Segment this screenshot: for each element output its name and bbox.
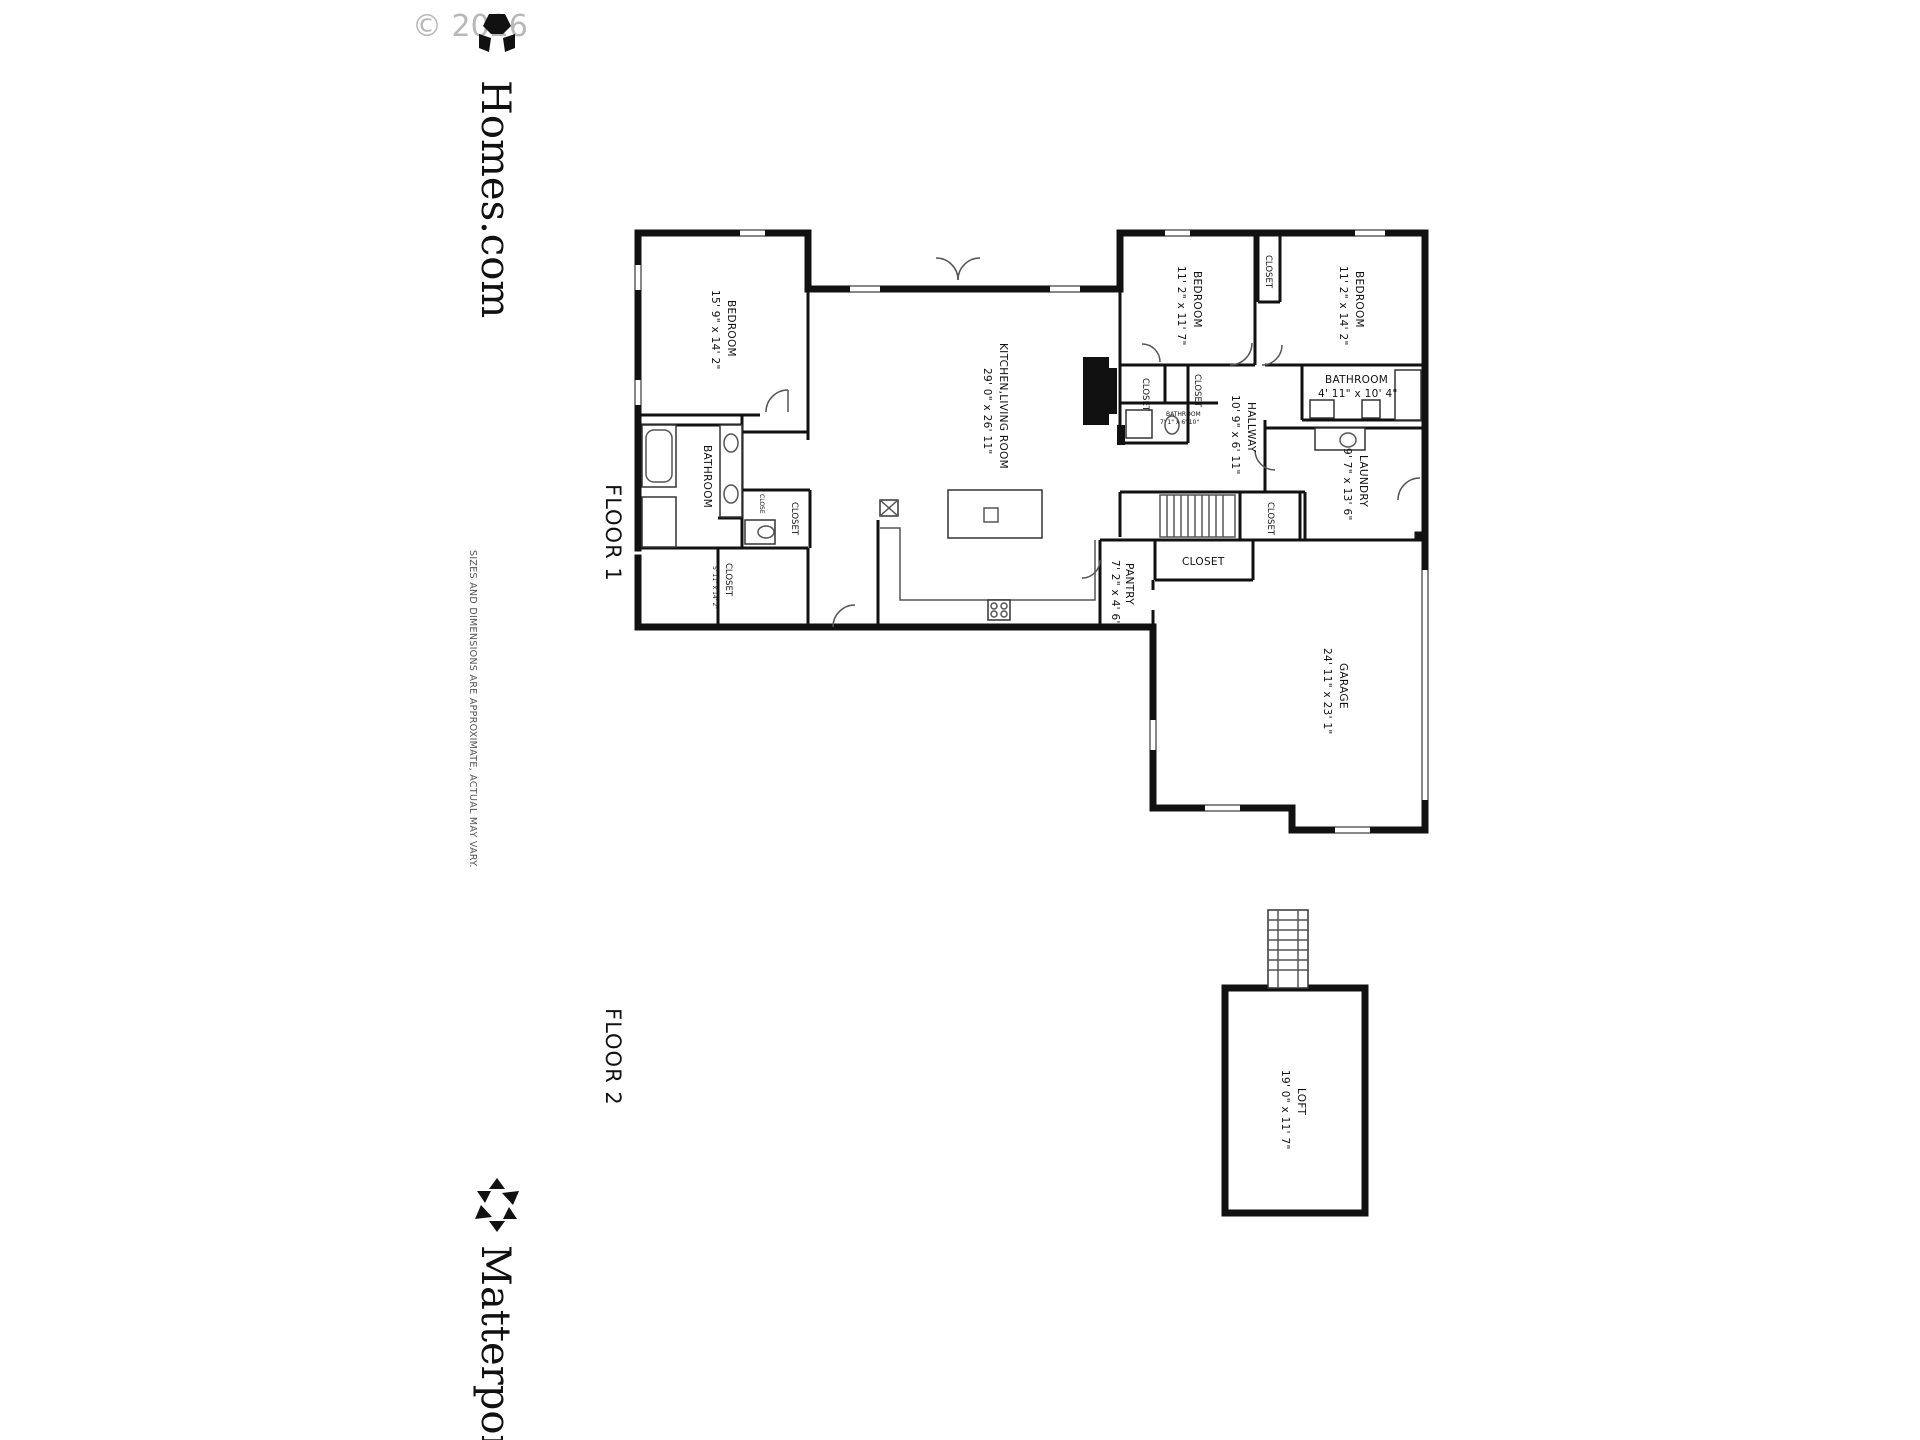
room-closet-left-small: CLOSE: [758, 494, 765, 514]
matterport-brand-text: Matterport: [472, 1245, 518, 1440]
room-name: LOFT: [1295, 1088, 1307, 1115]
room-dims: 29' 0" x 26' 11": [981, 368, 993, 455]
room-kitchen-living: KITCHEN,LIVING ROOM 29' 0" x 26' 11": [981, 343, 1009, 469]
room-dims: 7' 2" x 4' 6": [1109, 560, 1121, 626]
windows: [635, 230, 1428, 833]
room-dims: 15' 9" x 14' 2": [709, 290, 721, 370]
room-dims: 7' 1" x 6' 10": [1160, 419, 1199, 426]
room-pantry: PANTRY 7' 2" x 4' 6": [1109, 560, 1135, 626]
room-loft: LOFT 19' 0" x 11' 7": [1279, 1070, 1307, 1150]
kitchen-island: [947, 489, 1043, 539]
room-dims: 4' 11" x 10' 4": [1318, 388, 1398, 400]
room-name: BATHROOM: [1166, 411, 1201, 418]
room-name: CLOSET: [723, 563, 733, 597]
room-dims: 10' 9" x 6' 11": [1229, 395, 1241, 475]
homes-logo-icon: [479, 14, 515, 52]
room-hallway: HALLWAY 10' 9" x 6' 11": [1229, 395, 1257, 475]
room-bathroom-right: BATHROOM 4' 11" x 10' 4": [1318, 374, 1398, 400]
room-closet-top: CLOSET: [1263, 255, 1273, 289]
room-name: PANTRY: [1123, 563, 1135, 605]
homes-brand-text: Homes.com: [472, 80, 518, 318]
stairs-icon: [1159, 494, 1236, 538]
room-bedroom-right: BEDROOM 11' 2" x 14' 2": [1337, 266, 1365, 346]
room-name: BEDROOM: [725, 300, 737, 357]
room-closet-walkin: CLOSET 5' 11" x 14' 2": [711, 563, 733, 609]
right-bathroom-fixtures: [1125, 369, 1422, 451]
floor2-label: FLOOR 2: [601, 1008, 625, 1106]
room-name: GARAGE: [1337, 663, 1349, 709]
room-closet-laundry: CLOSET: [1265, 502, 1275, 536]
room-bedroom-mid: BEDROOM 11' 2" x 11' 7": [1175, 266, 1203, 346]
room-dims: 5' 11" x 14' 2": [711, 566, 718, 609]
matterport-logo-icon: [475, 1178, 519, 1232]
room-garage: GARAGE 24' 11" x 23' 1": [1321, 648, 1349, 735]
room-bedroom-left: BEDROOM 15' 9" x 14' 2": [709, 290, 737, 370]
room-name: BATHROOM: [1325, 374, 1388, 386]
room-dims: 19' 0" x 11' 7": [1279, 1070, 1291, 1150]
room-dims: 9' 7" x 13' 6": [1341, 448, 1353, 521]
floor1-label: FLOOR 1: [601, 484, 625, 582]
room-name: LAUNDRY: [1357, 455, 1369, 507]
room-dims: 11' 2" x 11' 7": [1175, 266, 1187, 346]
left-bathroom-fixtures: [641, 424, 776, 548]
room-bathroom-small: BATHROOM 7' 1" x 6' 10": [1160, 411, 1201, 426]
room-closet-hall2: CLOSET: [1192, 374, 1202, 408]
fireplace-icon: [1083, 357, 1125, 445]
room-name: BEDROOM: [1191, 271, 1203, 328]
room-name: HALLWAY: [1245, 402, 1257, 453]
room-name: BEDROOM: [1353, 271, 1365, 328]
room-closet-left: CLOSET: [789, 502, 799, 536]
room-name: KITCHEN,LIVING ROOM: [997, 343, 1009, 469]
room-bathroom-left: BATHROOM: [701, 445, 713, 508]
doors: [765, 257, 1421, 628]
kitchen-counter: [879, 499, 1096, 621]
floor2-walls: [1221, 909, 1369, 1217]
room-dims: 11' 2" x 14' 2": [1337, 266, 1349, 346]
room-laundry: LAUNDRY 9' 7" x 13' 6": [1341, 448, 1369, 521]
room-closet-garage: CLOSET: [1182, 556, 1225, 568]
disclaimer-text: SIZES AND DIMENSIONS ARE APPROXIMATE, AC…: [467, 550, 478, 868]
room-closet-hall1: CLOSET: [1140, 378, 1150, 412]
room-dims: 24' 11" x 23' 1": [1321, 648, 1333, 735]
